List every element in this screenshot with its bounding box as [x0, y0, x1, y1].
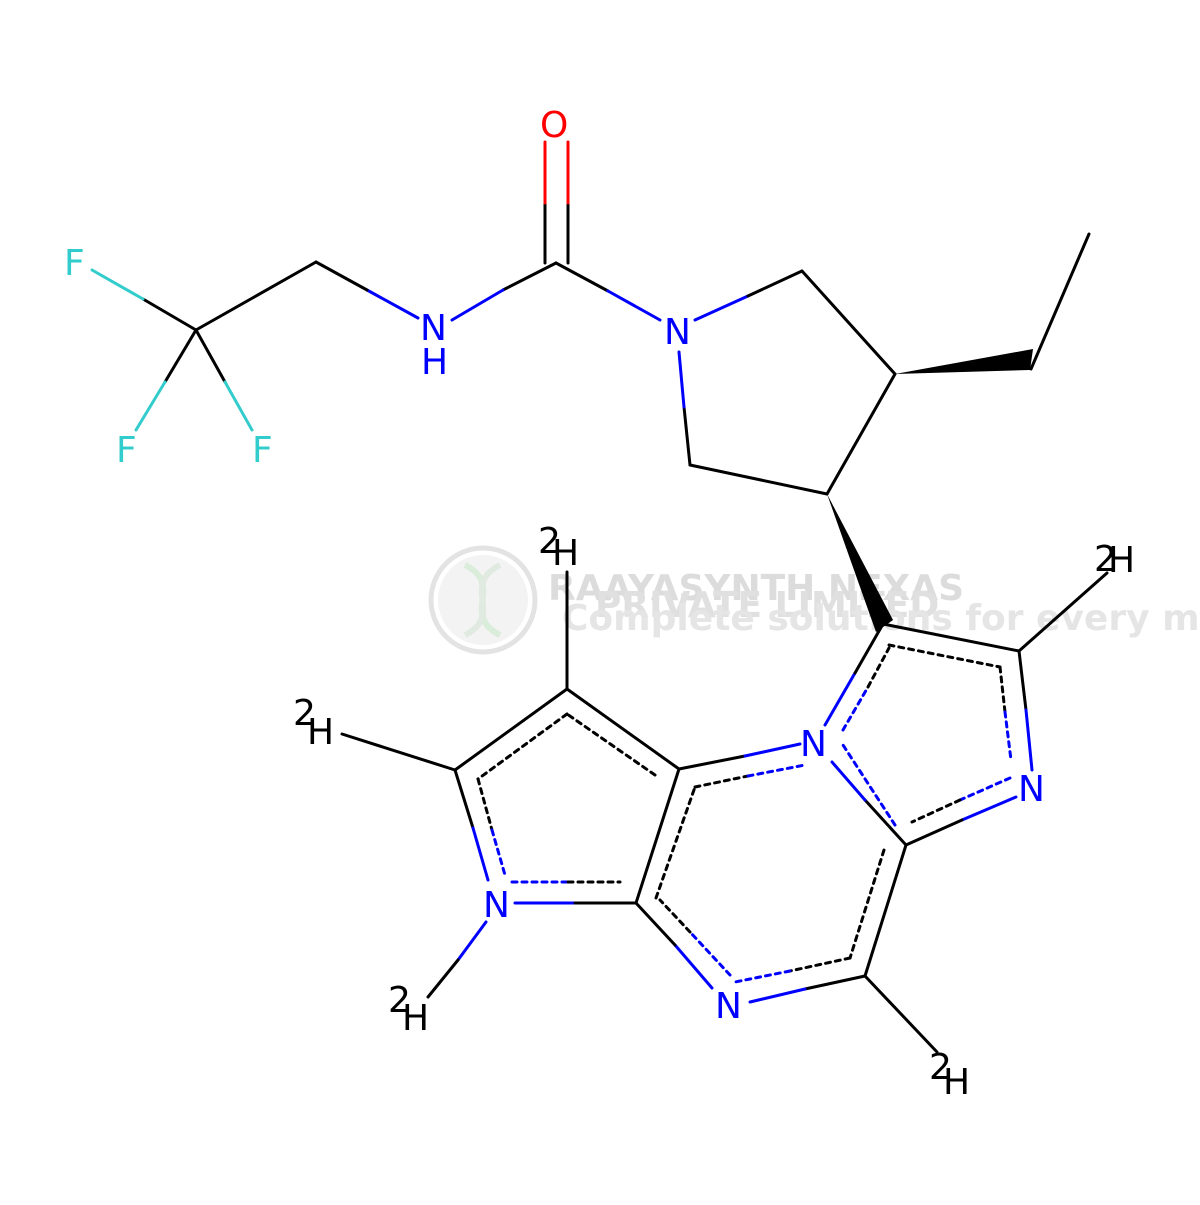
bond-ch2-cf3 [194, 260, 318, 332]
atom-fluorine-1: F [64, 243, 85, 284]
bond-pz-n-c5-a [673, 943, 714, 990]
bond-pr-inner-2 [476, 712, 569, 781]
atom-deuterium-pyrrole-top: H [552, 533, 579, 574]
bond-ring-c4-c5 [688, 463, 829, 496]
bond-pr-c8-n-a [453, 768, 475, 830]
atom-deuterium-pyrazine: H [943, 1062, 970, 1103]
bond-pr-inner-1 [565, 712, 657, 777]
bond-im-c2-n-a [1017, 649, 1028, 712]
bond-cf2-a [163, 328, 198, 384]
bond-ring-n-c2-b [746, 269, 804, 298]
atom-pyrrolidine-nitrogen: N [664, 312, 691, 353]
bond-im-inner-4 [841, 743, 897, 827]
isotope-mark-pyrrole-top: 2 [538, 521, 561, 562]
bond-pz-inner-3a [688, 930, 732, 977]
bond-ring-n-c2-a [693, 294, 750, 322]
watermark-logo: RAAYASYNTH NEXAS PRIVATE LIMITED Complet… [428, 545, 1200, 655]
bond-im-c3-nb-b [830, 760, 867, 802]
bond-c-n-a [554, 261, 610, 293]
atom-imidazole-nitrogen: N [1018, 769, 1045, 810]
bond-pz-c6-nb-a [677, 754, 747, 771]
atom-fluorine-2: F [116, 430, 137, 471]
atom-amide-hydrogen: H [421, 342, 448, 383]
bond-pz-inner-4 [654, 785, 697, 900]
bond-im-c2-n-b [1024, 708, 1034, 772]
bond-pr-d-left [340, 732, 457, 772]
bond-cf1-b [90, 268, 145, 301]
bond-nh-d-b [426, 958, 460, 999]
bond-im-n-c3-a [960, 795, 1018, 822]
bond-pr-c8-n-b [471, 826, 490, 882]
watermark-name: RAAYASYNTH NEXAS [548, 568, 964, 609]
atom-deuterium-nh: H [402, 998, 429, 1039]
bond-ethyl [1029, 232, 1091, 371]
bond-im-inner-5b [866, 646, 891, 689]
bond-pz-inner-2b [733, 969, 792, 984]
bond-c-n-b [606, 289, 662, 322]
bond-im-inner-3b [910, 798, 962, 824]
bond-pz-inner-5a [693, 774, 750, 789]
bond-pz-c6-nb-b [743, 742, 802, 758]
bond-pz-inner-2a [788, 956, 852, 973]
isotope-mark-pyrazine: 2 [929, 1047, 952, 1088]
wedge-bond-ethyl [895, 349, 1033, 374]
bond-im-nb-c1-b [853, 622, 885, 675]
atom-labels: O N H N F F F N N N N 2 H 2 H 2 H 2 H 2 … [64, 105, 1135, 1103]
bond-pz-inner-3b [658, 898, 692, 934]
bond-im-nb-c1-a [823, 671, 857, 727]
bond-nh-ch2-b [314, 260, 369, 292]
atom-deuterium-imidazole: H [1108, 540, 1135, 581]
wedge-bond-imidazole [827, 494, 893, 632]
bond-cf1-a [141, 297, 198, 332]
bond-im-inner-2b [1003, 710, 1013, 762]
isotope-mark-pyrrole-left: 2 [293, 693, 316, 734]
bond-pz-inner-5b [746, 763, 807, 778]
bond-im-inner-2a [998, 665, 1007, 714]
bond-cf2-b [134, 380, 167, 432]
bond-pz-n-c5-b [634, 901, 677, 947]
atom-fluorine-3: F [252, 430, 273, 471]
bond-im-inner-5a [841, 685, 870, 732]
isotope-mark-nh: 2 [388, 980, 411, 1021]
bond-cf3-a [194, 328, 227, 384]
atom-pyrrole-nitrogen: N [483, 885, 510, 926]
bond-pr-c6-c7 [565, 687, 681, 771]
atom-bridge-nitrogen: N [800, 724, 827, 765]
bond-nh-d-a [456, 920, 488, 962]
bond-cf3-b [223, 380, 254, 432]
bond-pr-inner-3b [490, 828, 507, 877]
bond-ring-c3-c4 [825, 372, 897, 496]
bond-ring-c5-n-b [677, 350, 686, 409]
bond-pz-c5-c6 [634, 767, 681, 905]
bond-c-nh-a [501, 261, 558, 292]
bond-im-d [1017, 571, 1109, 653]
watermark-helix-icon-2 [463, 562, 502, 638]
bond-nh-ch2-a [365, 288, 420, 320]
watermark-ring [428, 545, 538, 655]
bond-pz-c4-n-b [748, 987, 807, 1004]
bond-im-c3-nb-a [863, 798, 908, 847]
bond-pz-c3-c4 [863, 843, 908, 978]
bond-pz-d [863, 974, 939, 1054]
bond-im-inner-1 [887, 643, 1002, 669]
bond-ring-c5-n-a [682, 405, 692, 467]
bond-pz-inner-1 [848, 848, 886, 960]
atom-pyrazine-nitrogen: N [715, 986, 742, 1027]
atom-deuterium-pyrrole-left: H [307, 712, 334, 753]
bond-pr-c7-c8 [453, 687, 569, 772]
bond-c-nh-b [450, 288, 505, 322]
atom-amide-nitrogen: N [420, 308, 447, 349]
bond-im-n-c3-b [904, 818, 964, 847]
isotope-mark-imidazole: 2 [1094, 539, 1117, 580]
bond-pz-c4-n-a [803, 974, 867, 991]
bond-im-inner-3a [958, 776, 1012, 802]
bond-im-c1-c2 [881, 622, 1021, 653]
atom-oxygen: O [540, 105, 568, 146]
bond-ring-c2-c3 [800, 269, 897, 376]
bond-pr-inner-3a [476, 777, 494, 832]
bonds [90, 140, 1109, 1054]
